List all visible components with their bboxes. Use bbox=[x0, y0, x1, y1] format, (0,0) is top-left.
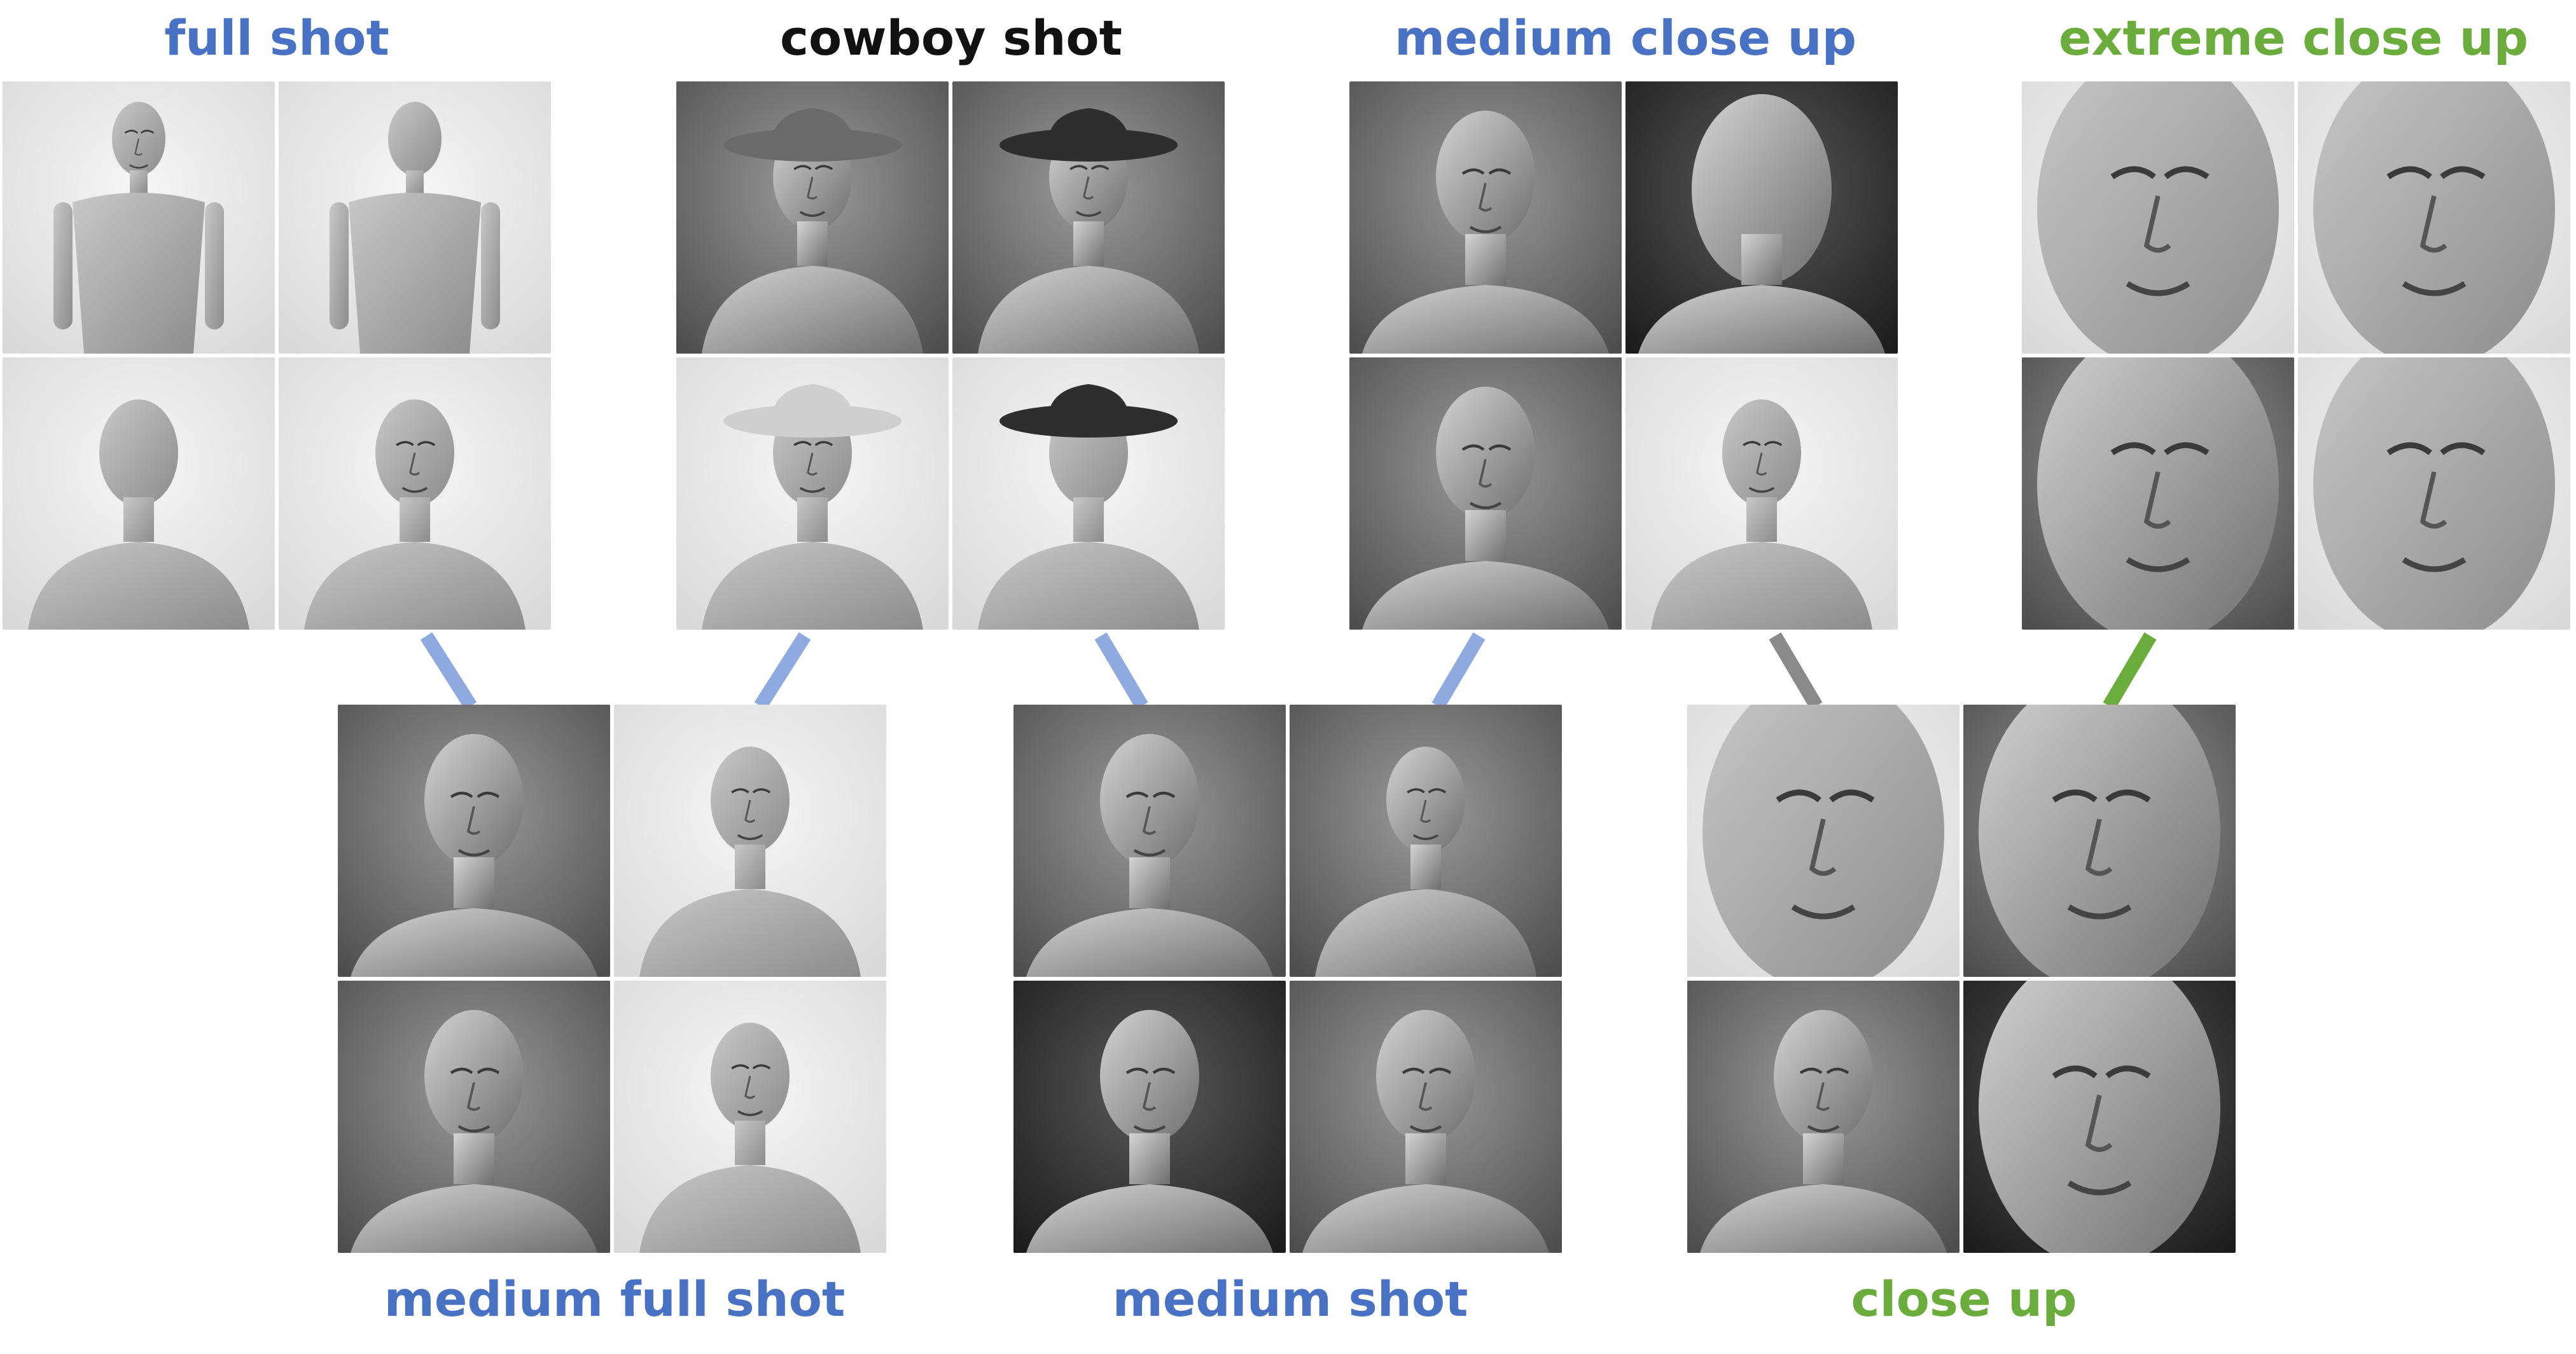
connector-cowboy-to-medium-full bbox=[754, 632, 811, 710]
label-medium-full-shot: medium full shot bbox=[384, 1271, 846, 1327]
mannequin-photo-tile bbox=[338, 705, 610, 977]
connector-extreme-close-up-to-close-up bbox=[2103, 632, 2157, 710]
mannequin-photo-tile bbox=[614, 705, 886, 977]
mannequin-photo-tile bbox=[1290, 981, 1562, 1253]
mannequin-photo-tile bbox=[676, 81, 949, 354]
mannequin-photo-tile bbox=[1687, 981, 1960, 1253]
group-medium-full-shot bbox=[338, 705, 886, 1253]
group-extreme-close-up bbox=[2022, 81, 2570, 630]
mannequin-photo-tile bbox=[1963, 705, 2236, 977]
mannequin-photo-tile bbox=[2022, 357, 2294, 630]
label-close-up: close up bbox=[1851, 1271, 2077, 1327]
group-medium-shot bbox=[1013, 705, 1562, 1253]
mannequin-photo-tile bbox=[3, 357, 275, 630]
mannequin-photo-tile bbox=[952, 81, 1225, 354]
mannequin-photo-tile bbox=[1013, 981, 1286, 1253]
mannequin-photo-tile bbox=[279, 357, 551, 630]
connector-cowboy-to-medium bbox=[1094, 632, 1148, 710]
mannequin-photo-tile bbox=[2298, 81, 2570, 354]
label-medium-close-up: medium close up bbox=[1394, 10, 1856, 66]
mannequin-photo-tile bbox=[279, 81, 551, 354]
mannequin-photo-tile bbox=[2298, 357, 2570, 630]
mannequin-photo-tile bbox=[1687, 705, 1960, 977]
label-medium-shot: medium shot bbox=[1112, 1271, 1468, 1327]
mannequin-photo-tile bbox=[3, 81, 275, 354]
label-cowboy-shot: cowboy shot bbox=[780, 10, 1122, 66]
mannequin-photo-tile bbox=[1963, 981, 2236, 1253]
mannequin-photo-tile bbox=[1349, 357, 1622, 630]
group-full-shot bbox=[3, 81, 551, 630]
mannequin-photo-tile bbox=[1349, 81, 1622, 354]
label-extreme-close-up: extreme close up bbox=[2058, 10, 2529, 66]
mannequin-photo-tile bbox=[338, 981, 610, 1253]
group-close-up bbox=[1687, 705, 2236, 1253]
connector-full-to-medium-full bbox=[420, 632, 477, 710]
mannequin-photo-tile bbox=[1626, 357, 1898, 630]
mannequin-photo-tile bbox=[1013, 705, 1286, 977]
mannequin-photo-tile bbox=[1290, 705, 1562, 977]
mannequin-photo-tile bbox=[952, 357, 1225, 630]
group-cowboy-shot bbox=[676, 81, 1225, 630]
mannequin-photo-tile bbox=[1626, 81, 1898, 354]
mannequin-photo-tile bbox=[614, 981, 886, 1253]
connector-medium-close-up-to-close-up bbox=[1769, 632, 1823, 710]
mannequin-photo-tile bbox=[2022, 81, 2294, 354]
group-medium-close-up bbox=[1349, 81, 1898, 630]
label-full-shot: full shot bbox=[164, 10, 389, 66]
mannequin-photo-tile bbox=[676, 357, 949, 630]
connector-medium-close-up-to-medium bbox=[1431, 632, 1486, 710]
